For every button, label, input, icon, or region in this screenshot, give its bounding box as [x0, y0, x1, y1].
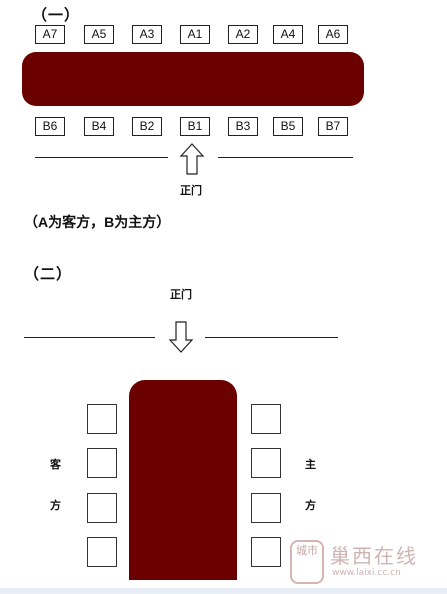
- watermark-url: www.laixi.cc.cn: [332, 568, 401, 578]
- seat-label: A6: [318, 25, 348, 44]
- seat-label: B6: [35, 117, 65, 136]
- seat: [251, 448, 281, 478]
- bottom-edge: [0, 588, 447, 594]
- seat: [87, 493, 117, 523]
- arrow-down-icon: [168, 321, 194, 353]
- seat: [87, 404, 117, 434]
- seat-label: A2: [228, 25, 258, 44]
- wall-line: [218, 157, 353, 158]
- seat-label: B4: [84, 117, 114, 136]
- wall-line: [205, 337, 338, 338]
- seat-label: A5: [84, 25, 114, 44]
- seat: [251, 404, 281, 434]
- door-label: 正门: [170, 288, 192, 301]
- long-table: [129, 380, 237, 580]
- seat-label: B1: [180, 117, 210, 136]
- watermark-text: 巢西在线: [330, 544, 418, 568]
- seat-label: A7: [35, 25, 65, 44]
- section1-heading: （一）: [32, 6, 81, 24]
- host-side-label: 方: [305, 499, 316, 512]
- role-note: （A为客方，B为主方）: [24, 214, 171, 230]
- watermark-badge: 城市: [290, 540, 324, 584]
- wall-line: [24, 337, 155, 338]
- seat-label: B5: [273, 117, 303, 136]
- section2-heading: （二）: [24, 265, 73, 283]
- seat: [251, 493, 281, 523]
- long-table: [22, 52, 364, 106]
- seat-label: A3: [132, 25, 162, 44]
- seat: [87, 448, 117, 478]
- seat: [251, 537, 281, 567]
- seat-label: B7: [318, 117, 348, 136]
- seat-label: B2: [132, 117, 162, 136]
- door-label: 正门: [180, 184, 202, 197]
- seat-label: A4: [273, 25, 303, 44]
- seat-label: B3: [228, 117, 258, 136]
- guest-side-label: 方: [50, 499, 61, 512]
- guest-side-label: 客: [50, 458, 61, 471]
- arrow-up-icon: [179, 143, 205, 175]
- host-side-label: 主: [305, 458, 316, 471]
- seat: [87, 537, 117, 567]
- wall-line: [35, 157, 168, 158]
- seat-label: A1: [180, 25, 210, 44]
